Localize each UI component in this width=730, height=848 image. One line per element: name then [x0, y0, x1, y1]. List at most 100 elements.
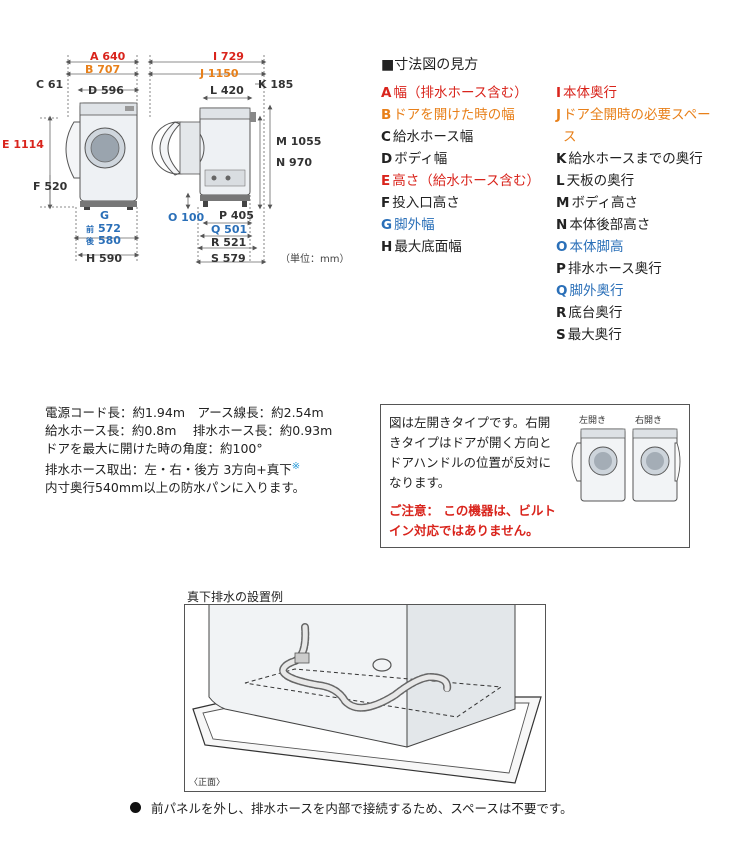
legend-text: ボディ幅: [394, 151, 448, 167]
spec-line: ドアを最大に開けた時の角度：約100°: [45, 441, 263, 456]
dim-o: O 100: [168, 211, 204, 224]
dim-g-front: 前: [86, 224, 94, 234]
legend-text: 給水ホースまでの奥行: [568, 151, 703, 167]
legend-letter: R: [556, 305, 567, 321]
drain-illustration: [192, 605, 542, 784]
legend-text: 脚外奥行: [569, 283, 624, 299]
asterisk-mark: ※: [291, 461, 301, 472]
legend-text: 本体奥行: [563, 85, 618, 101]
legend-letter: P: [556, 261, 566, 277]
legend-letter: E: [381, 173, 391, 189]
dim-j: J 1150: [199, 67, 239, 80]
dim-c: C 61: [36, 78, 63, 91]
legend-text: 給水ホース幅: [392, 129, 474, 145]
dim-n: N 970: [276, 156, 312, 169]
footnote-text: 前パネルを外し、排水ホースを内部で接続するため、スペースは不要です。: [151, 801, 573, 816]
legend-text: 底台奥行: [568, 305, 623, 321]
drain-example-title: 真下排水の設置例: [187, 590, 284, 604]
dim-h: H 590: [86, 252, 122, 265]
legend-text: 脚外幅: [394, 217, 435, 233]
spec-line: 内寸奥行540mm以上の防水パンに入ります。: [45, 480, 306, 496]
legend-text: 本体後部高さ: [569, 217, 651, 233]
legend-title: ■寸法図の見方: [381, 57, 479, 73]
legend-letter: I: [556, 85, 562, 101]
legend-letter: C: [381, 129, 391, 145]
legend-text: ボディ高さ: [571, 195, 638, 211]
legend-text: 最大奥行: [567, 327, 622, 343]
dim-g: G: [100, 209, 109, 222]
legend-text: 本体脚高: [569, 239, 624, 255]
dim-g-back: 後: [86, 236, 95, 246]
dim-g-back-val: 580: [98, 234, 121, 247]
bullet-icon: [130, 802, 141, 813]
dim-e: E 1114: [2, 138, 44, 151]
legend-letter: M: [556, 195, 570, 211]
caution-text: ご注意： この機器は、ビルトイン対応ではありません。: [389, 503, 556, 538]
left-open-label: 左開き: [579, 416, 607, 426]
right-open-washer-icon: [632, 428, 681, 502]
spec-line-text: 排水ホース取出：左・右・後方 3方向+真下: [45, 462, 292, 478]
dim-i: I 729: [213, 50, 244, 63]
legend-letter: F: [381, 195, 391, 211]
legend-text: 幅（排水ホース含む）: [393, 85, 528, 101]
legend-letter: K: [556, 151, 567, 167]
legend-text: ドアを開けた時の幅: [393, 107, 515, 123]
legend-letter: Q: [556, 283, 568, 299]
legend-text: 投入口高さ: [392, 195, 460, 211]
dimension-diagram: A 640 B 707 C 61 D 596 E 1114 F 520 G 前 …: [2, 50, 349, 265]
legend-letter: L: [556, 173, 565, 189]
dim-q: Q 501: [211, 223, 247, 236]
legend-text: 排水ホース奥行: [567, 261, 662, 277]
legend-letter: J: [556, 107, 562, 123]
spec-text: 電源コード長：約1.94m アース線長：約2.54m 給水ホース長：約0.8m …: [45, 404, 365, 497]
dim-p: P 405: [219, 209, 254, 222]
drain-example-box: 〈正面〉: [184, 604, 546, 792]
dim-r: R 521: [211, 236, 246, 249]
side-view-washer: [151, 107, 256, 207]
dim-m: M 1055: [276, 135, 321, 148]
dim-f: F 520: [33, 180, 68, 193]
front-view-label: 〈正面〉: [189, 778, 226, 788]
dim-k: K 185: [258, 78, 293, 91]
dim-a: A 640: [90, 50, 126, 63]
spec-line: 電源コード長：約1.94m アース線長：約2.54m: [45, 405, 324, 420]
left-open-washer-icon: [571, 428, 626, 502]
spec-line: 排水ホース取出：左・右・後方 3方向+真下※: [45, 458, 365, 479]
legend-letter: O: [556, 239, 568, 255]
right-open-label: 右開き: [635, 416, 663, 426]
legend-letter: B: [381, 107, 392, 123]
footnote: 前パネルを外し、排水ホースを内部で接続するため、スペースは不要です。: [130, 798, 573, 817]
legend-letter: G: [381, 217, 393, 233]
unit-label: （単位：mm）: [280, 252, 349, 265]
door-type-illustration: [571, 428, 681, 502]
dim-b: B 707: [85, 63, 120, 76]
dim-d: D 596: [88, 84, 124, 97]
dim-l: L 420: [210, 84, 244, 97]
note-text: 図は左開きタイプです。右開きタイプはドアが開く方向とドアハンドルの位置が反対にな…: [389, 415, 552, 490]
legend-letter: D: [381, 151, 393, 167]
legend-text: ドア全開時の必要スペース: [563, 107, 711, 145]
legend-letter: A: [381, 85, 392, 101]
legend-text: 最大底面幅: [394, 239, 462, 255]
door-type-note-box: 図は左開きタイプです。右開きタイプはドアが開く方向とドアハンドルの位置が反対にな…: [380, 404, 690, 548]
